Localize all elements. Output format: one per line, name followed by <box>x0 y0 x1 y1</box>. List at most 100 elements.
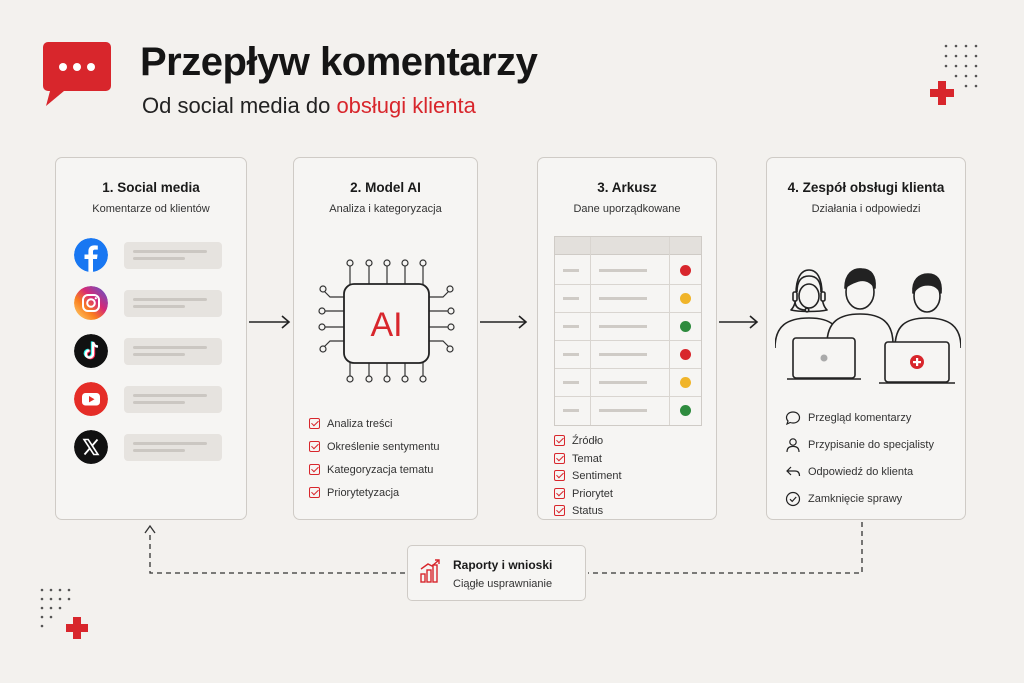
action-label: Odpowiedź do klienta <box>808 466 914 478</box>
step-card-spreadsheet: 3. Arkusz Dane uporządkowane Źródło Tema… <box>537 157 717 520</box>
chat-bubble-logo-icon <box>43 42 111 106</box>
action-item: Przypisanie do specjalisty <box>785 437 934 464</box>
check-label: Priorytet <box>572 487 613 500</box>
check-label: Kategoryzacja tematu <box>327 464 434 476</box>
user-icon <box>786 438 800 453</box>
checkbox-checked-icon <box>554 487 565 499</box>
status-dot-yellow <box>680 377 691 388</box>
team-actions-list: Przegląd komentarzy Przypisanie do specj… <box>785 410 934 518</box>
status-dot-red <box>680 349 691 360</box>
page-title: Przepływ komentarzy <box>140 40 538 84</box>
checkbox-checked-icon <box>554 435 565 446</box>
checkbox-checked-icon <box>309 464 320 475</box>
table-row <box>555 257 701 285</box>
social-comment-row <box>74 332 234 372</box>
step-subtitle: Komentarze od klientów <box>92 203 210 215</box>
step-title: 3. Arkusz <box>597 180 657 195</box>
comment-bubble <box>124 290 222 317</box>
action-label: Zamknięcie sprawy <box>808 493 903 505</box>
spreadsheet-table <box>554 236 702 426</box>
check-label: Temat <box>572 452 602 465</box>
step-subtitle: Dane uporządkowane <box>573 203 681 215</box>
page-subtitle: Od social media do obsługi klienta <box>142 93 476 119</box>
check-label: Określenie sentymentu <box>327 441 440 453</box>
dot-grid-decoration-icon <box>944 44 978 88</box>
spreadsheet-header <box>555 237 701 255</box>
ai-chip-label: AI <box>370 306 402 344</box>
step-title: 2. Model AI <box>350 180 421 195</box>
check-item: Status <box>554 505 622 523</box>
feedback-reports-box: Raporty i wnioski Ciągłe usprawnianie <box>407 545 586 601</box>
support-team-icon <box>775 268 961 384</box>
spreadsheet-fields-checklist: Źródło Temat Sentiment Priorytet Status <box>554 435 622 523</box>
column-divider <box>669 237 670 425</box>
checkbox-checked-icon <box>554 452 565 464</box>
comment-bubble <box>124 242 222 269</box>
status-dot-red <box>680 265 691 276</box>
table-row <box>555 285 701 313</box>
social-comment-row <box>74 380 234 420</box>
comment-bubble <box>124 386 222 413</box>
step-card-customer-service: 4. Zespół obsługi klienta Działania i od… <box>766 157 966 520</box>
reply-icon <box>786 466 801 477</box>
dot-grid-decoration-icon <box>40 588 71 628</box>
instagram-icon <box>74 286 108 320</box>
checkbox-checked-icon <box>309 418 320 429</box>
table-row <box>555 369 701 397</box>
social-comment-row <box>74 428 234 468</box>
check-label: Sentiment <box>572 470 622 482</box>
feedback-title: Raporty i wnioski <box>453 558 553 572</box>
table-row <box>555 397 701 425</box>
checkbox-checked-icon <box>554 470 565 481</box>
bar-chart-icon <box>420 559 440 583</box>
check-label: Status <box>572 505 604 517</box>
plus-decoration-icon <box>930 81 954 105</box>
feedback-subtitle: Ciągłe usprawnianie <box>453 578 553 590</box>
x-icon <box>74 430 108 464</box>
ai-checklist: Analiza treści Określenie sentymentu Kat… <box>309 418 440 510</box>
chat-icon <box>785 411 801 426</box>
check-item: Określenie sentymentu <box>309 441 440 464</box>
youtube-icon <box>74 382 108 416</box>
step-title: 1. Social media <box>102 180 200 195</box>
check-item: Sentiment <box>554 470 622 488</box>
check-item: Kategoryzacja tematu <box>309 464 440 487</box>
step-title: 4. Zespół obsługi klienta <box>787 180 945 195</box>
check-label: Priorytetyzacja <box>327 487 400 499</box>
action-item: Odpowiedź do klienta <box>785 464 934 491</box>
step-card-social-media: 1. Social media Komentarze od klientów <box>55 157 247 520</box>
check-label: Źródło <box>572 435 604 447</box>
checkbox-checked-icon <box>554 505 565 516</box>
action-item: Zamknięcie sprawy <box>785 491 934 518</box>
comment-bubble <box>124 434 222 461</box>
status-dot-yellow <box>680 293 691 304</box>
ai-chip-icon: AI <box>318 259 455 383</box>
subtitle-accent: obsługi klienta <box>336 93 476 118</box>
step-subtitle: Działania i odpowiedzi <box>811 203 921 215</box>
plus-decoration-icon <box>66 617 88 639</box>
comment-bubble <box>124 338 222 365</box>
tiktok-icon <box>74 334 108 368</box>
check-item: Priorytetyzacja <box>309 487 440 510</box>
check-circle-icon <box>785 491 801 507</box>
check-item: Temat <box>554 452 622 471</box>
step-card-ai-model: 2. Model AI Analiza i kategoryzacja AI A… <box>293 157 478 520</box>
check-item: Źródło <box>554 435 622 453</box>
status-dot-green <box>680 405 691 416</box>
checkbox-checked-icon <box>309 487 320 498</box>
facebook-icon <box>74 238 108 272</box>
check-label: Analiza treści <box>327 418 393 430</box>
action-item: Przegląd komentarzy <box>785 410 934 437</box>
step-subtitle: Analiza i kategoryzacja <box>329 203 442 215</box>
table-row <box>555 341 701 369</box>
action-label: Przegląd komentarzy <box>808 412 912 424</box>
status-dot-green <box>680 321 691 332</box>
subtitle-prefix: Od social media do <box>142 93 337 118</box>
social-comment-row <box>74 236 234 276</box>
column-divider <box>590 237 591 425</box>
check-item: Priorytet <box>554 487 622 506</box>
social-comment-row <box>74 284 234 324</box>
check-item: Analiza treści <box>309 418 440 441</box>
table-row <box>555 313 701 341</box>
